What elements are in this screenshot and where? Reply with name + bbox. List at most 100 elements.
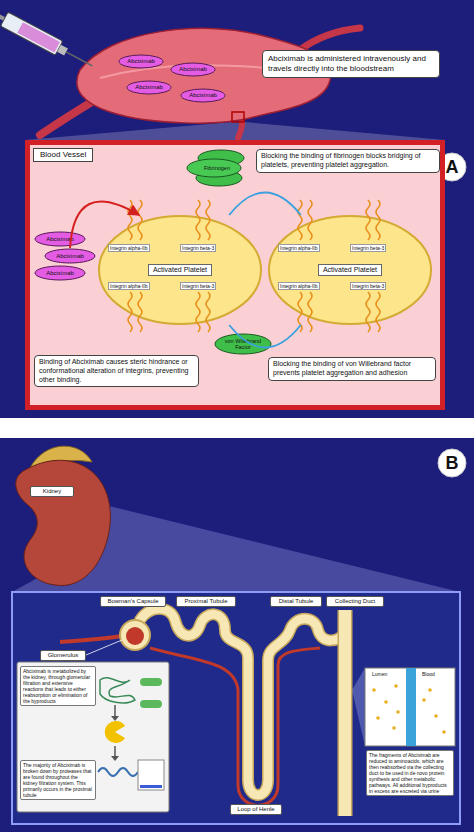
amino-acid-dot [428,688,432,692]
ellipse-shape [171,63,215,76]
amino-acid-dot [372,688,376,692]
ellipse-shape [35,266,85,280]
afferent-vessel [60,636,122,642]
ellipse-shape [181,89,225,102]
arrow-head [111,756,119,761]
integrin-label: Integrin alpha-IIb [108,282,150,290]
integrin-label: Integrin beta-3 [350,244,386,252]
zoom-wedge [352,668,365,746]
ellipse-shape [119,55,163,68]
integrin-label: Integrin beta-3 [350,282,386,290]
node-text: Blocking the binding of von Willebrand f… [273,360,431,378]
platelet: Activated Platelet [268,215,432,325]
drug-molecule: Abciximab [118,54,164,69]
integrin-chain [128,292,132,332]
node-text: Distal Tubule [272,598,320,605]
amino-acid-dot [442,730,446,734]
connector [229,325,301,348]
node-text: B [446,453,459,474]
drug-molecule: Abciximab [34,231,86,247]
integrin-chain [128,200,132,240]
integrin-label: Integrin alpha-IIb [278,282,320,290]
zoom-marker [232,112,244,122]
node-text: A [446,157,459,178]
integrin-chain [138,200,142,240]
bowmans-capsule [120,620,150,650]
integrin-chain [376,292,380,332]
panel-letter: B [437,448,467,478]
node-text: Activated Platelet [318,264,382,276]
protein-structure [100,678,135,703]
syringe-barrel [0,12,62,55]
syringe-liquid [17,22,60,52]
integrin-chain [138,292,142,332]
integrin-chain [196,200,200,240]
inset-frame [12,592,460,824]
drug-molecule: Abciximab [180,88,226,103]
ellipse-shape [99,216,261,324]
integrin-chain [206,200,210,240]
connector [229,193,301,216]
syringe-needle [66,52,92,66]
kidney [16,460,111,585]
node-text: Abciximab [46,236,74,243]
node-text: Glomerulus [42,652,84,659]
info-panel [17,662,169,812]
node-text: Abciximab [135,84,163,91]
drug-molecule: Abciximab [170,62,216,77]
integrin-chain [196,292,200,332]
amino-acid-dot [422,698,426,702]
ellipse-shape [187,159,241,177]
node-text: Abciximab [189,92,217,99]
drug-molecule: Abciximab [126,80,172,95]
platelet: Activated Platelet [98,215,262,325]
integrin-label: Integrin alpha-IIb [108,244,150,252]
node-text: Proximal Tubule [178,598,234,605]
node-text: von Willebrand Factor [214,338,272,350]
amino-acid-dot [392,726,396,730]
drug-molecule: Abciximab [44,248,96,264]
node-text: The majority of Abciximab is broken down… [23,762,93,798]
text-box: Abciximab is administered intravenously … [262,50,440,78]
ellipse-shape [269,216,431,324]
text-box: The fragments of Abciximab are reduced t… [366,750,454,796]
node-text: Binding of Abciximab causes steric hindr… [39,358,194,384]
node-text: Abciximab [179,66,207,73]
inset-frame: Blood VesselBlocking the binding of fibr… [25,140,445,410]
integrin-chain [366,200,370,240]
node-text: Activated Platelet [148,264,212,276]
integrin-chain [366,292,370,332]
fragment-pill [140,700,162,708]
node-text: Blocking the binding of fibrinogen block… [261,152,435,170]
integrin-chain [298,200,302,240]
node-text: Loop of Henle [232,806,280,813]
region-label: Lumen [372,671,387,677]
amino-acid-dot [396,710,400,714]
vwf-molecule: von Willebrand Factor [214,333,272,355]
syringe-hub [57,45,68,56]
part-label: Kidney [30,486,74,497]
node-text: Abciximab is administered intravenously … [268,54,434,74]
node-text: Abciximab [56,253,84,260]
sequence-box [138,760,164,790]
part-label: Bowman's Capsule [100,596,166,607]
amino-acid-dot [384,700,388,704]
region-label: Blood [422,671,435,677]
collecting-duct [339,610,351,816]
circle-shape [438,449,466,477]
ellipse-shape [45,249,95,263]
drug-molecule: Abciximab [34,265,86,281]
node-text: Kidney [32,488,72,495]
vessel-branch [40,100,95,135]
fragment-pill [140,678,162,686]
text-box: The majority of Abciximab is broken down… [20,760,96,800]
amino-acid-dot [394,684,398,688]
integrin-label: Integrin beta-3 [180,282,216,290]
vessel-branch [300,28,360,50]
ellipse-shape [127,81,171,94]
capillary [150,648,320,805]
